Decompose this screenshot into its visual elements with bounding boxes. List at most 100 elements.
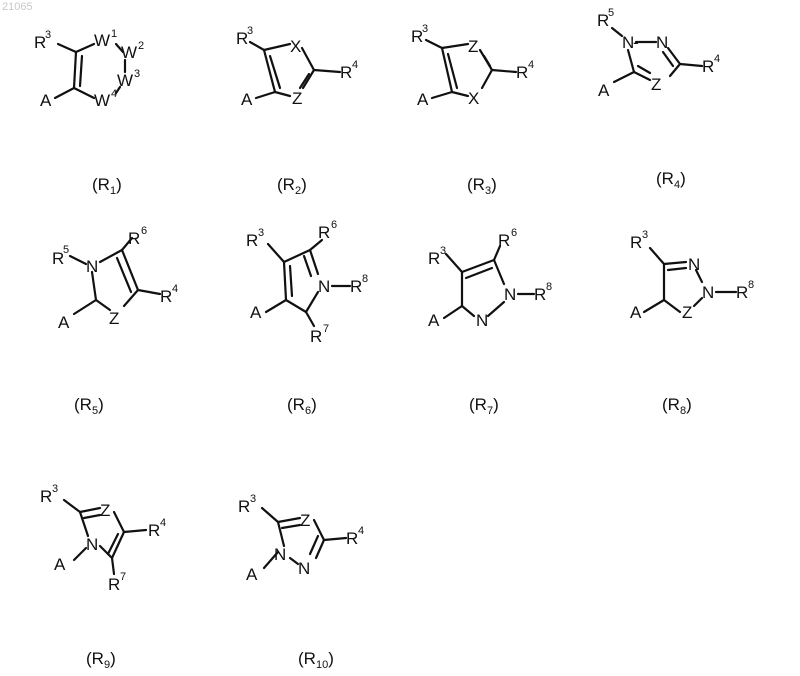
atom-x: X xyxy=(290,37,301,56)
svg-text:(R2): (R2) xyxy=(277,175,307,197)
svg-text:(R8): (R8) xyxy=(662,395,692,417)
atom-z: Z xyxy=(468,37,478,56)
svg-text:X: X xyxy=(290,37,301,56)
atom-n2: N xyxy=(702,283,714,302)
svg-text:(R1): (R1) xyxy=(92,175,122,197)
atom-z: Z xyxy=(300,511,310,530)
caption-r10: (R10) xyxy=(298,649,334,671)
svg-text:Z: Z xyxy=(651,75,661,94)
caption-r8: (R8) xyxy=(662,395,692,417)
bond-dash: - xyxy=(633,33,639,52)
svg-text:7: 7 xyxy=(120,571,126,583)
atom-r3: R 3 xyxy=(630,229,648,252)
atom-a: A xyxy=(598,81,610,100)
svg-text:3: 3 xyxy=(440,245,446,257)
atom-w3: W 3 xyxy=(117,68,140,90)
atom-a: A xyxy=(250,303,262,322)
svg-text:Z: Z xyxy=(109,309,119,328)
atom-a: A xyxy=(246,565,258,584)
atom-n2: N xyxy=(298,559,310,578)
svg-text:N: N xyxy=(274,545,286,564)
svg-text:N: N xyxy=(476,311,488,330)
svg-text:R: R xyxy=(108,575,120,594)
structure-r6: R 3 R 6 N R 8 A R 7 (R6) xyxy=(246,219,368,417)
svg-text:A: A xyxy=(598,81,610,100)
svg-text:3: 3 xyxy=(52,483,58,495)
svg-text:4: 4 xyxy=(111,88,117,100)
svg-text:Z: Z xyxy=(100,501,110,520)
svg-text:(R10): (R10) xyxy=(298,649,334,671)
caption-r5: (R5) xyxy=(74,395,104,417)
svg-text:W: W xyxy=(121,43,137,62)
atom-z: Z xyxy=(682,303,692,322)
svg-text:(R9): (R9) xyxy=(86,649,116,671)
svg-text:A: A xyxy=(54,555,66,574)
svg-text:4: 4 xyxy=(172,283,178,295)
svg-text:W: W xyxy=(117,71,133,90)
svg-text:N: N xyxy=(298,559,310,578)
svg-text:(R6): (R6) xyxy=(287,395,317,417)
svg-text:4: 4 xyxy=(528,59,534,71)
atom-n: N xyxy=(318,277,330,296)
svg-text:N: N xyxy=(504,285,516,304)
svg-text:R: R xyxy=(246,231,258,250)
atom-z: Z xyxy=(100,501,110,520)
structure-r3: R 3 A Z X R 4 (R3) xyxy=(411,23,534,197)
svg-text:N: N xyxy=(86,535,98,554)
atom-r3: R 3 xyxy=(40,483,58,506)
atom-a: A xyxy=(630,303,642,322)
svg-text:6: 6 xyxy=(141,225,147,237)
atom-r4: R 4 xyxy=(340,59,358,82)
atom-r3: R 3 xyxy=(411,23,428,46)
svg-text:W: W xyxy=(94,31,110,50)
atom-n: N xyxy=(86,257,98,276)
structure-r5: R 5 N R 6 Z A R 4 (R5) xyxy=(52,225,178,417)
svg-text:A: A xyxy=(428,311,440,330)
caption-r2: (R2) xyxy=(277,175,307,197)
svg-text:5: 5 xyxy=(63,244,69,256)
svg-text:4: 4 xyxy=(352,59,358,71)
atom-r3: R 3 xyxy=(34,29,51,52)
svg-text:(R3): (R3) xyxy=(467,175,497,197)
svg-text:R: R xyxy=(310,327,322,346)
caption-r4: (R4) xyxy=(656,169,686,191)
svg-text:A: A xyxy=(250,303,262,322)
svg-text:Z: Z xyxy=(300,511,310,530)
svg-text:N: N xyxy=(656,33,668,52)
svg-text:3: 3 xyxy=(250,493,256,505)
atom-a: A xyxy=(241,90,253,109)
atom-r4: R 4 xyxy=(702,53,720,76)
atom-r3: R 3 xyxy=(238,493,256,516)
svg-text:R: R xyxy=(128,229,140,248)
svg-text:R: R xyxy=(428,249,440,268)
svg-text:Z: Z xyxy=(468,37,478,56)
structure-r4: R 5 N - N Z A R 4 (R4) xyxy=(597,7,720,191)
svg-text:3: 3 xyxy=(642,229,648,241)
caption-r6: (R6) xyxy=(287,395,317,417)
structure-r10: R 3 Z R 4 N N A (R10) xyxy=(238,493,364,671)
atom-r4: R 4 xyxy=(148,517,166,540)
svg-text:4: 4 xyxy=(714,53,720,65)
svg-text:Z: Z xyxy=(682,303,692,322)
svg-text:N: N xyxy=(86,257,98,276)
atom-n2: N xyxy=(656,33,668,52)
atom-r6: R 6 xyxy=(128,225,147,248)
svg-text:R: R xyxy=(318,223,330,242)
atom-n2: N xyxy=(476,311,488,330)
atom-r6: R 6 xyxy=(318,219,337,242)
svg-text:R: R xyxy=(736,283,748,302)
atom-x: X xyxy=(468,89,479,108)
svg-text:R: R xyxy=(498,231,510,250)
svg-text:R: R xyxy=(340,63,352,82)
svg-text:R: R xyxy=(516,63,528,82)
svg-text:X: X xyxy=(468,89,479,108)
atom-r4: R 4 xyxy=(160,283,178,306)
svg-text:R: R xyxy=(534,285,546,304)
structure-r1: R 3 A W 1 W 2 W 3 W 4 (R1) xyxy=(34,28,144,197)
svg-text:3: 3 xyxy=(45,29,51,41)
atom-a: A xyxy=(40,91,52,110)
svg-text:A: A xyxy=(246,565,258,584)
svg-text:3: 3 xyxy=(247,25,253,37)
